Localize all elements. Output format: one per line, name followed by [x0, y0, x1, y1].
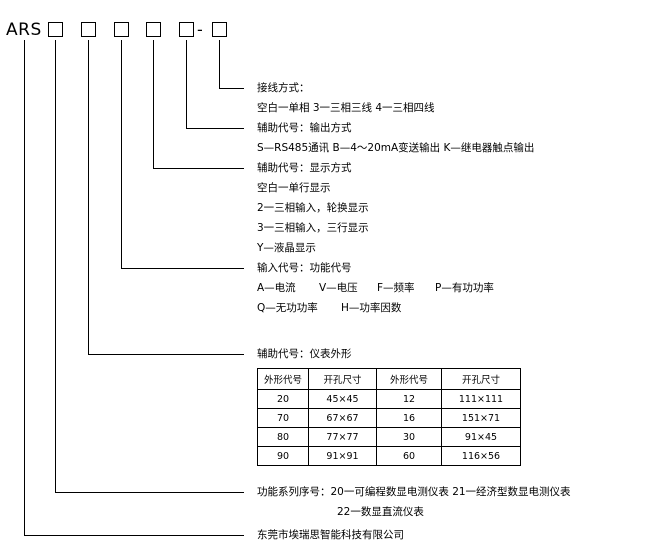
table-cell: 16	[376, 408, 442, 428]
table-row: 20 45×45 12 111×111	[257, 389, 521, 409]
table-cell: 67×67	[308, 408, 377, 428]
function-title: 输入代号：功能代号	[257, 262, 352, 274]
table-cell: 70	[257, 408, 309, 428]
display-title: 辅助代号：显示方式	[257, 162, 352, 174]
function-code: Q—无功功率	[257, 302, 318, 314]
code-box-output	[179, 22, 194, 37]
leader-series	[55, 40, 244, 493]
output-options: S—RS485通讯 B—4～20mA变送输出 K—继电器触点输出	[257, 142, 535, 154]
code-box-shape	[81, 22, 96, 37]
function-code: F—频率	[377, 282, 415, 294]
table-cell: 80	[257, 427, 309, 447]
code-box-function	[114, 22, 129, 37]
code-box-display	[146, 22, 161, 37]
table-cell: 111×111	[441, 389, 521, 409]
output-title: 辅助代号：输出方式	[257, 122, 352, 134]
series-line: 功能系列序号：20一可编程数显电测仪表 21一经济型数显电测仪表	[257, 486, 571, 498]
table-cell: 91×91	[308, 446, 377, 466]
table-header: 外形代号	[376, 368, 442, 390]
function-code: V—电压	[319, 282, 358, 294]
table-cell: 12	[376, 389, 442, 409]
display-item: Y—液晶显示	[257, 242, 316, 254]
table-header: 开孔尺寸	[308, 368, 377, 390]
table-cell: 77×77	[308, 427, 377, 447]
code-separator: -	[197, 20, 203, 39]
display-item: 3一三相输入，三行显示	[257, 222, 369, 234]
leader-shape	[88, 40, 244, 355]
company-name: 东莞市埃瑞思智能科技有限公司	[257, 529, 404, 541]
leader-wiring	[219, 40, 244, 89]
table-cell: 45×45	[308, 389, 377, 409]
table-cell: 30	[376, 427, 442, 447]
table-header: 外形代号	[257, 368, 309, 390]
function-code: A—电流	[257, 282, 296, 294]
table-row: 70 67×67 16 151×71	[257, 408, 521, 428]
leader-display	[153, 40, 244, 169]
shape-table: 外形代号 开孔尺寸 外形代号 开孔尺寸 20 45×45 12 111×111 …	[257, 368, 521, 466]
series-line: 22一数显直流仪表	[337, 506, 424, 518]
shape-title: 辅助代号：仪表外形	[257, 348, 352, 360]
table-cell: 20	[257, 389, 309, 409]
model-prefix: ARS	[6, 20, 42, 40]
table-cell: 116×56	[441, 446, 521, 466]
leader-company	[24, 40, 244, 536]
table-cell: 151×71	[441, 408, 521, 428]
table-header-row: 外形代号 开孔尺寸 外形代号 开孔尺寸	[257, 368, 521, 390]
table-cell: 90	[257, 446, 309, 466]
leader-output	[186, 40, 244, 129]
table-row: 90 91×91 60 116×56	[257, 446, 521, 466]
wiring-title: 接线方式：	[257, 82, 310, 94]
wiring-options: 空白一单相 3一三相三线 4一三相四线	[257, 102, 435, 114]
table-row: 80 77×77 30 91×45	[257, 427, 521, 447]
leader-function	[121, 40, 244, 269]
table-cell: 60	[376, 446, 442, 466]
table-cell: 91×45	[441, 427, 521, 447]
display-item: 2一三相输入，轮换显示	[257, 202, 369, 214]
display-item: 空白一单行显示	[257, 182, 331, 194]
code-box-series	[48, 22, 63, 37]
function-code: P—有功功率	[435, 282, 494, 294]
code-box-wiring	[212, 22, 227, 37]
table-header: 开孔尺寸	[441, 368, 521, 390]
function-code: H—功率因数	[341, 302, 402, 314]
